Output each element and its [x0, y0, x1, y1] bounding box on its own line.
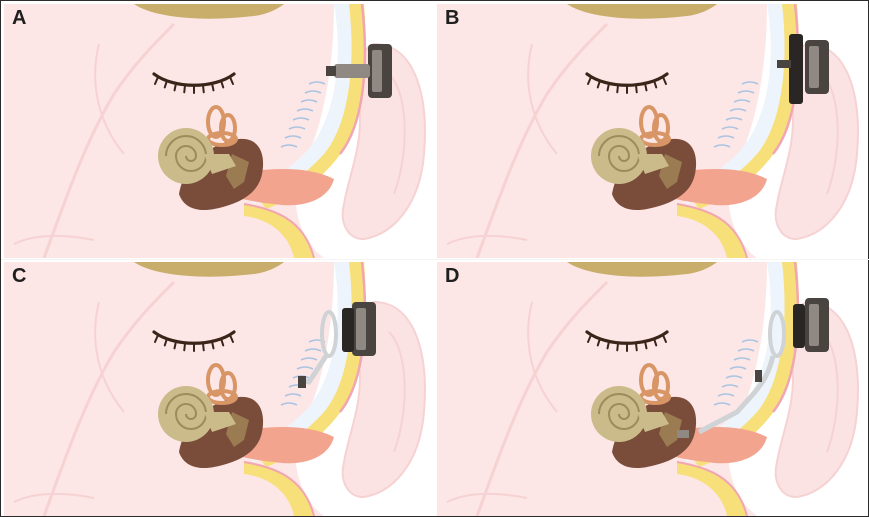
panel-b: B — [437, 4, 867, 258]
eyelash — [203, 343, 204, 350]
sound-processor-face — [809, 46, 819, 88]
sound-processor-face — [809, 304, 819, 346]
abutment-connector — [334, 64, 370, 78]
eyelash — [617, 85, 618, 92]
eyelash — [617, 343, 618, 350]
sound-processor-face — [356, 308, 366, 350]
magnet-coupler — [793, 304, 805, 348]
eyelash — [636, 343, 637, 350]
eyelash — [636, 85, 637, 92]
panel-d: D — [437, 262, 867, 516]
headband-clip — [777, 60, 791, 68]
eyelash — [184, 85, 185, 92]
headband — [789, 34, 803, 104]
panel-separator — [1, 259, 869, 260]
implant-demodulator — [755, 370, 762, 382]
bone-transducer — [298, 376, 306, 388]
sound-processor-face — [372, 50, 382, 92]
floating-mass-transducer — [677, 430, 689, 438]
eyelash — [184, 343, 185, 350]
panel-c-label: C — [12, 266, 26, 286]
panel-c-illustration — [4, 262, 434, 516]
eyelash — [203, 85, 204, 92]
panel-d-illustration — [437, 262, 867, 516]
panel-a-label: A — [12, 8, 26, 28]
abutment-screw — [326, 66, 336, 76]
panel-a: A — [4, 4, 434, 258]
panel-d-label: D — [445, 266, 459, 286]
panel-b-label: B — [445, 8, 459, 28]
panel-b-illustration — [437, 4, 867, 258]
magnet-coupler — [342, 308, 354, 352]
panel-c: C — [4, 262, 434, 516]
panel-a-illustration — [4, 4, 434, 258]
